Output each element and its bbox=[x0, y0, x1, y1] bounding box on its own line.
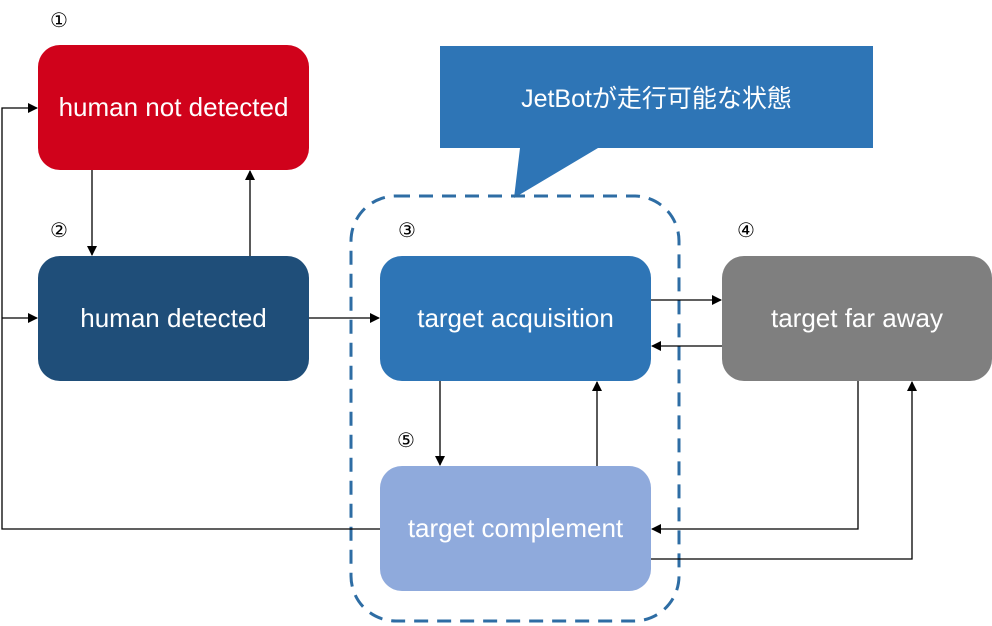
state-label: target acquisition bbox=[417, 303, 614, 333]
state-label: target far away bbox=[771, 303, 943, 333]
state-number-2: ② bbox=[50, 220, 68, 242]
state-human-detected: human detected bbox=[38, 256, 309, 381]
runnable-state-group bbox=[349, 194, 681, 623]
state-label: human detected bbox=[80, 303, 267, 333]
callout-shape bbox=[440, 46, 873, 198]
arrow-4-to-5 bbox=[651, 381, 859, 534]
state-number-5: ⑤ bbox=[397, 430, 415, 452]
state-target-far-away: target far away bbox=[722, 256, 992, 381]
state-number-3: ③ bbox=[398, 220, 416, 242]
callout-label: JetBotが走行可能な状態 bbox=[521, 85, 792, 113]
state-target-acquisition: target acquisition bbox=[380, 256, 651, 381]
state-human-not-detected: human not detected bbox=[38, 45, 309, 170]
state-target-complement: target complement bbox=[380, 466, 651, 591]
state-number-4: ④ bbox=[737, 220, 755, 242]
state-label: human not detected bbox=[58, 92, 289, 122]
state-label: target complement bbox=[407, 513, 624, 543]
state-number-1: ① bbox=[50, 10, 68, 32]
arrow-5-to-4 bbox=[651, 381, 917, 560]
